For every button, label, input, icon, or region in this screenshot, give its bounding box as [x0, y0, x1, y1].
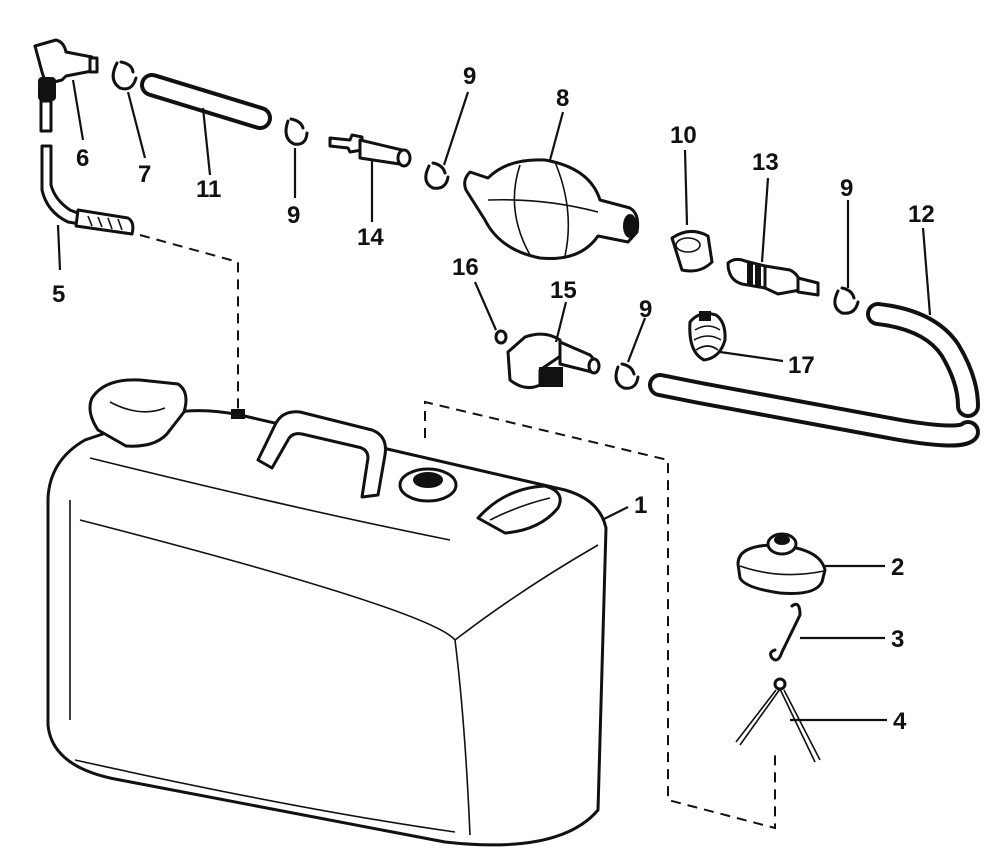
callout-3: 3	[891, 626, 904, 653]
tank-connector	[726, 257, 820, 297]
callout-13: 13	[752, 149, 779, 176]
callout-9a: 9	[287, 202, 300, 229]
callout-10: 10	[670, 122, 697, 149]
callout-6: 6	[76, 145, 89, 172]
callout-5: 5	[52, 281, 65, 308]
fuel-cap	[736, 532, 827, 595]
spring-wire	[735, 677, 821, 763]
leader-16	[473, 281, 498, 331]
hose-clamp-9-d	[614, 362, 640, 390]
elbow-fitting	[33, 38, 99, 101]
leader-13	[760, 177, 770, 263]
leader-11	[201, 107, 212, 176]
assembly-line-cap-group	[424, 400, 776, 830]
wire-clamp	[688, 311, 727, 362]
hook	[769, 602, 802, 662]
leader-1	[601, 506, 629, 521]
callout-12: 12	[908, 201, 935, 228]
callout-11: 11	[196, 176, 221, 203]
leader-6	[71, 79, 85, 141]
primer-bulb	[463, 158, 640, 261]
fuel-hose-long	[648, 302, 980, 448]
callout-4: 4	[893, 708, 907, 735]
callout-8: 8	[556, 85, 569, 112]
callout-9b: 9	[463, 63, 476, 90]
callout-7: 7	[138, 161, 151, 188]
fuel-hose-short	[140, 73, 272, 130]
callout-16: 16	[452, 254, 479, 281]
callout-15: 15	[550, 277, 577, 304]
callout-2: 2	[891, 554, 904, 581]
callout-9d: 9	[639, 296, 652, 323]
hose-clamp-7	[111, 60, 138, 91]
callout-9c: 9	[840, 175, 853, 202]
hose-clamp-9-a	[284, 117, 309, 146]
hose-connector	[328, 133, 412, 168]
callout-1: 1	[634, 492, 647, 519]
hose-clamp-9-c	[833, 286, 860, 315]
pickup-tube	[39, 99, 135, 236]
o-ring	[494, 329, 508, 345]
leader-9d	[626, 317, 647, 363]
leader-17	[719, 350, 784, 363]
fuel-line-connector	[506, 332, 601, 390]
hose-clamp-9-b	[424, 161, 450, 190]
callout-17: 17	[788, 352, 815, 379]
leader-5	[56, 224, 62, 271]
leader-8	[548, 111, 565, 161]
leader-15	[554, 301, 568, 343]
leader-10	[683, 149, 689, 226]
leader-9b	[442, 91, 470, 166]
fuel-tank	[46, 378, 608, 847]
retainer-ring	[670, 230, 714, 273]
callout-14: 14	[357, 224, 384, 251]
leader-12	[921, 227, 932, 316]
leader-7	[126, 91, 147, 159]
